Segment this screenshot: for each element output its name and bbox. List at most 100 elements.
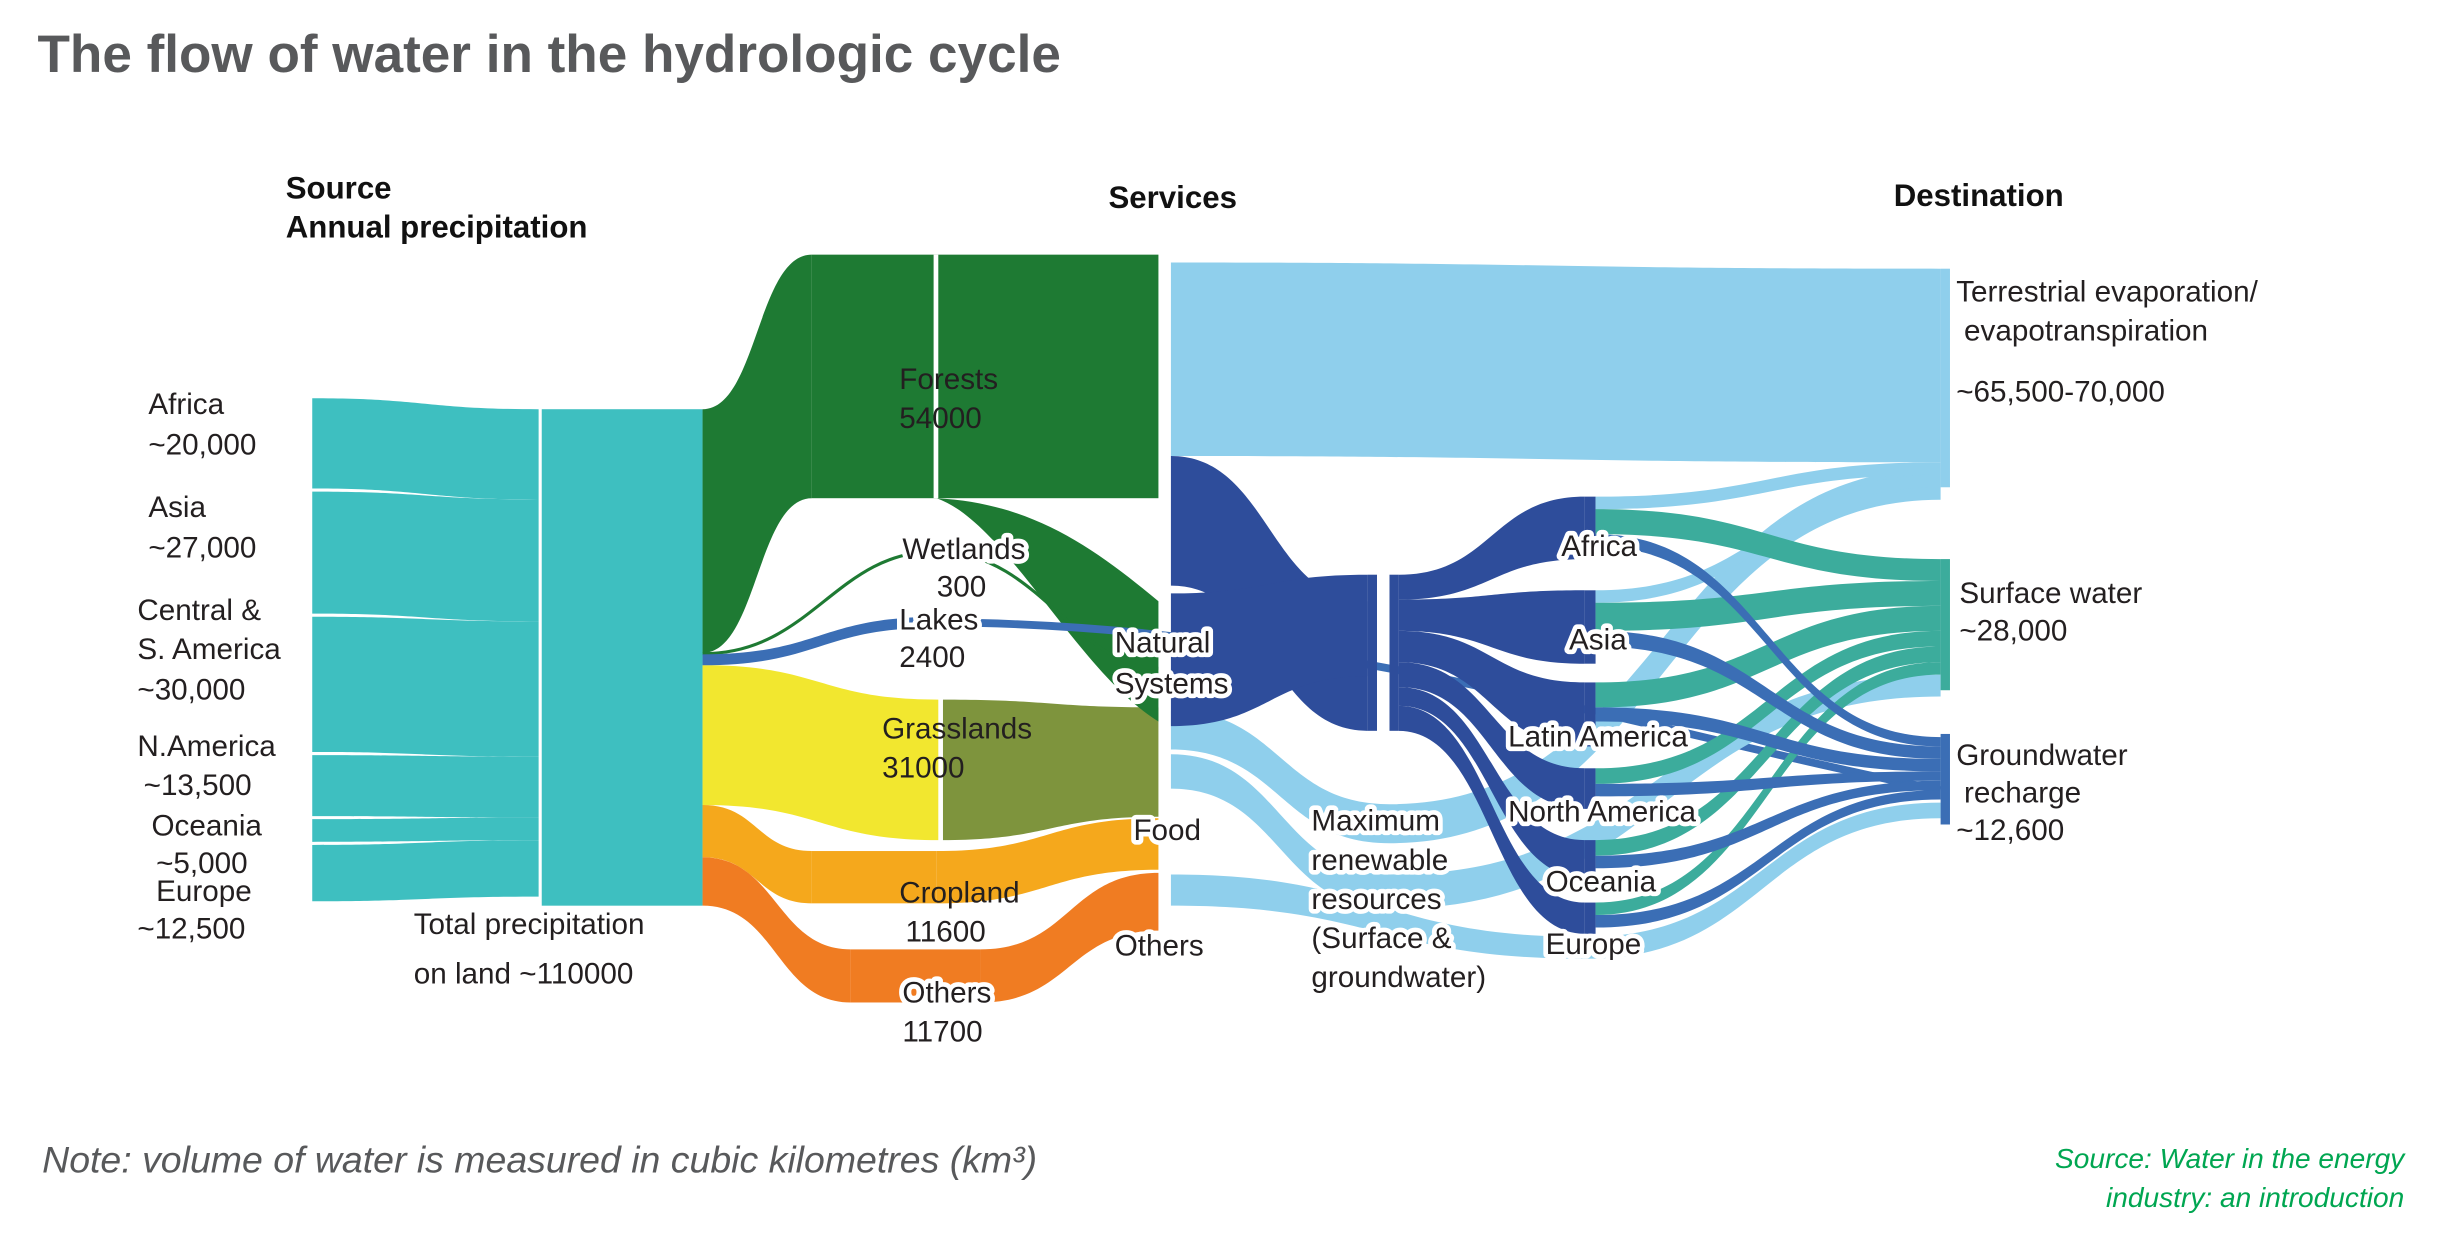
label-asia: Asia — [148, 491, 206, 524]
node-cropland — [811, 851, 937, 904]
flow-latin-america-to-surface-water — [1595, 605, 1941, 708]
flow-oceania-to-surface-water — [1595, 646, 1941, 856]
label-continent-asia: Asia — [1569, 624, 1627, 657]
label-evaporation-value: ~65,500-70,000 — [1956, 375, 2165, 408]
label-others-landcover-value: 11700 — [902, 1016, 982, 1049]
node-total-precipitation — [541, 409, 703, 906]
label-forests-value: 54000 — [899, 402, 981, 435]
label-csamerica-2: S. America — [137, 633, 281, 666]
column-header-destination: Destination — [1894, 178, 2064, 213]
flow-waist-to-asia — [1398, 590, 1585, 664]
label-africa: Africa — [148, 388, 224, 421]
label-namerica-value: ~13,500 — [144, 769, 252, 802]
node-max-renewable-1 — [1367, 574, 1377, 731]
flow-europe-to-total — [312, 840, 539, 902]
flow-total-to-others — [702, 857, 851, 1003]
flow-asia-to-total — [312, 491, 539, 622]
label-continent-europe: Europe — [1546, 928, 1642, 961]
flow-csamerica-to-total — [312, 616, 539, 757]
column-header-source: Source — [286, 170, 392, 205]
label-max-renewable-5: groundwater) — [1311, 961, 1486, 994]
label-grasslands: Grasslands — [882, 713, 1032, 746]
label-europe-value: ~12,500 — [137, 912, 245, 945]
flow-grasslands-to-food — [942, 699, 1159, 841]
flow-namerica-to-total — [312, 755, 539, 818]
node-continent-north-america — [1584, 768, 1596, 809]
node-groundwater — [1940, 733, 1950, 825]
chart-text: The flow of water in the hydrologic cycl… — [37, 25, 2406, 1213]
flow-waist-to-europe — [1398, 705, 1585, 934]
node-max-renewable-2 — [1389, 574, 1399, 731]
label-max-renewable-2: renewable — [1311, 844, 1448, 877]
label-asia-value: ~27,000 — [148, 532, 256, 565]
node-continent-africa — [1584, 496, 1596, 560]
label-continent-north-america: North America — [1508, 795, 1696, 828]
flows-landcover — [702, 254, 1942, 1003]
flow-asia-to-surface-water — [1595, 580, 1941, 631]
label-natural-systems-1: Natural — [1115, 627, 1211, 660]
label-cropland-value: 11600 — [906, 916, 986, 949]
flows-destinations — [1595, 268, 1950, 928]
flow-total-to-grasslands — [702, 665, 939, 841]
flow-food-diagonal-1a — [1170, 710, 1390, 844]
flow-north-america-to-groundwater — [1595, 771, 1941, 797]
flow-others-diagonal-b — [1586, 802, 1941, 959]
flow-total-to-forests — [702, 254, 812, 653]
flow-waist-to-oceania — [1398, 687, 1585, 878]
label-max-renewable-4: (Surface & — [1311, 922, 1451, 955]
node-others-landcover — [850, 949, 981, 1003]
node-forests — [811, 254, 1159, 499]
flow-others-to-services — [980, 872, 1159, 1003]
source-credit-1: Source: Water in the energy — [2055, 1143, 2406, 1174]
label-wetlands: Wetlands — [902, 533, 1025, 566]
flow-total-to-cropland — [702, 804, 812, 904]
flow-africa-to-surface-water — [1595, 509, 1941, 581]
flow-waist-to-north-america — [1398, 662, 1585, 809]
page-title: The flow of water in the hydrologic cycl… — [37, 25, 1060, 84]
flow-africa-to-groundwater — [1595, 534, 1941, 747]
label-wetlands-value: 300 — [937, 571, 986, 604]
label-natural-systems-2: Systems — [1115, 667, 1229, 700]
flow-food-diagonal-2a — [1170, 754, 1390, 909]
flow-oceania-to-groundwater — [1595, 780, 1941, 869]
flow-africa-to-total — [312, 398, 539, 500]
label-max-renewable-1: Maximum — [1311, 805, 1440, 838]
label-food: Food — [1133, 814, 1201, 847]
label-oceania-value: ~5,000 — [156, 847, 248, 880]
label-continent-latin-america: Latin America — [1508, 720, 1688, 753]
label-groundwater-2: recharge — [1964, 777, 2081, 810]
flow-latin-america-to-groundwater — [1595, 707, 1941, 772]
label-evaporation-1: Terrestrial evaporation/ — [1956, 275, 2258, 308]
label-africa-value: ~20,000 — [148, 428, 256, 461]
flows-renewable-resources — [1170, 456, 1596, 934]
flow-food-diagonal-1b — [1389, 468, 1941, 844]
label-surface-water: Surface water — [1959, 577, 2142, 610]
node-surface-water — [1940, 559, 1950, 691]
flow-north-america-to-surface-water — [1595, 630, 1941, 784]
label-cropland: Cropland — [899, 877, 1019, 910]
label-evaporation-2: evapotranspiration — [1964, 315, 2208, 348]
flows-precipitation-sources — [312, 398, 703, 906]
flow-waist-to-africa — [1398, 496, 1585, 600]
label-namerica: N.America — [137, 730, 276, 763]
label-total-1: Total precipitation — [414, 908, 645, 941]
flow-natural-systems-to-waist-2 — [1170, 574, 1368, 727]
node-continent-europe — [1584, 902, 1596, 934]
flow-oceania-to-total — [312, 817, 539, 842]
column-header-source-sub: Annual precipitation — [286, 209, 588, 244]
label-max-renewable-3: resources — [1311, 883, 1441, 916]
node-continent-asia — [1584, 590, 1596, 664]
flow-africa-to-evaporation — [1595, 462, 1941, 510]
label-csamerica-value: ~30,000 — [137, 674, 245, 707]
label-oceania: Oceania — [151, 809, 262, 842]
footnote: Note: volume of water is measured in cub… — [42, 1139, 1037, 1181]
label-groundwater-value: ~12,600 — [1956, 814, 2064, 847]
node-continent-latin-america — [1584, 682, 1596, 747]
label-csamerica-1: Central & — [137, 594, 261, 627]
flow-europe-to-groundwater — [1595, 790, 1941, 928]
flow-waist-to-latin-america — [1398, 630, 1585, 747]
label-lakes-value: 2400 — [899, 641, 965, 674]
label-surface-water-value: ~28,000 — [1959, 614, 2067, 647]
label-grasslands-value: 31000 — [882, 752, 964, 785]
